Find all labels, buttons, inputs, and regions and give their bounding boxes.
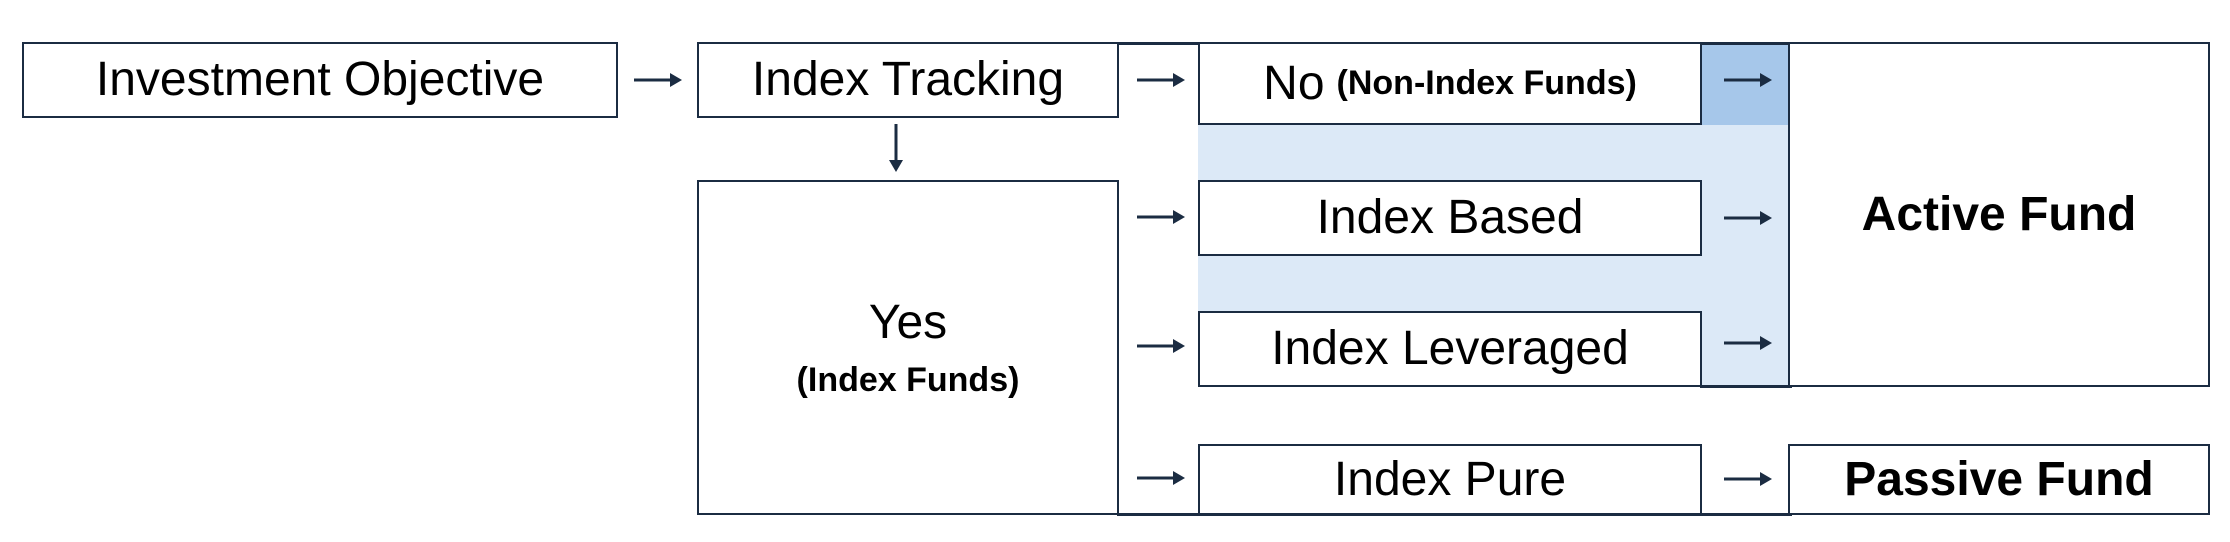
arrow-no-to-active xyxy=(1724,70,1772,90)
active-fund-label: Active Fund xyxy=(1861,187,2137,241)
arrow-yes-to-index-based xyxy=(1137,207,1185,227)
bracket-right-lower xyxy=(1700,385,1792,388)
index-leveraged-node: Index Leveraged xyxy=(1198,311,1702,387)
index-pure-node: Index Pure xyxy=(1198,444,1702,515)
no-label: No xyxy=(1263,56,1325,110)
passive-fund-label: Passive Fund xyxy=(1844,452,2154,506)
index-pure-label: Index Pure xyxy=(1333,452,1567,506)
bracket-top xyxy=(1117,42,1202,45)
index-tracking-node: Index Tracking xyxy=(697,42,1119,118)
index-based-node: Index Based xyxy=(1198,180,1702,256)
investment-objective-label: Investment Objective xyxy=(95,53,545,107)
arrow-tracking-to-yes xyxy=(886,124,906,172)
bracket-right-top xyxy=(1700,42,1790,45)
arrow-yes-to-index-pure xyxy=(1137,468,1185,488)
yes-label: Yes xyxy=(868,296,948,350)
passive-fund-node: Passive Fund xyxy=(1788,444,2210,515)
arrow-objective-to-tracking xyxy=(634,70,682,90)
no-sublabel: (Non-Index Funds) xyxy=(1336,64,1637,102)
yes-node: Yes (Index Funds) xyxy=(697,180,1119,515)
no-node: No (Non-Index Funds) xyxy=(1198,42,1702,125)
arrow-yes-to-index-leveraged xyxy=(1137,336,1185,356)
investment-objective-node: Investment Objective xyxy=(22,42,618,118)
highlight-cell xyxy=(1700,44,1788,125)
arrow-based-to-active xyxy=(1724,208,1772,228)
active-fund-node: Active Fund xyxy=(1788,42,2210,387)
arrow-tracking-to-no xyxy=(1137,70,1185,90)
yes-sublabel: (Index Funds) xyxy=(796,360,1020,399)
index-leveraged-label: Index Leveraged xyxy=(1271,322,1629,376)
index-tracking-label: Index Tracking xyxy=(751,53,1065,107)
arrow-pure-to-passive xyxy=(1724,469,1772,489)
index-based-label: Index Based xyxy=(1316,191,1584,245)
arrow-leveraged-to-active xyxy=(1724,333,1772,353)
